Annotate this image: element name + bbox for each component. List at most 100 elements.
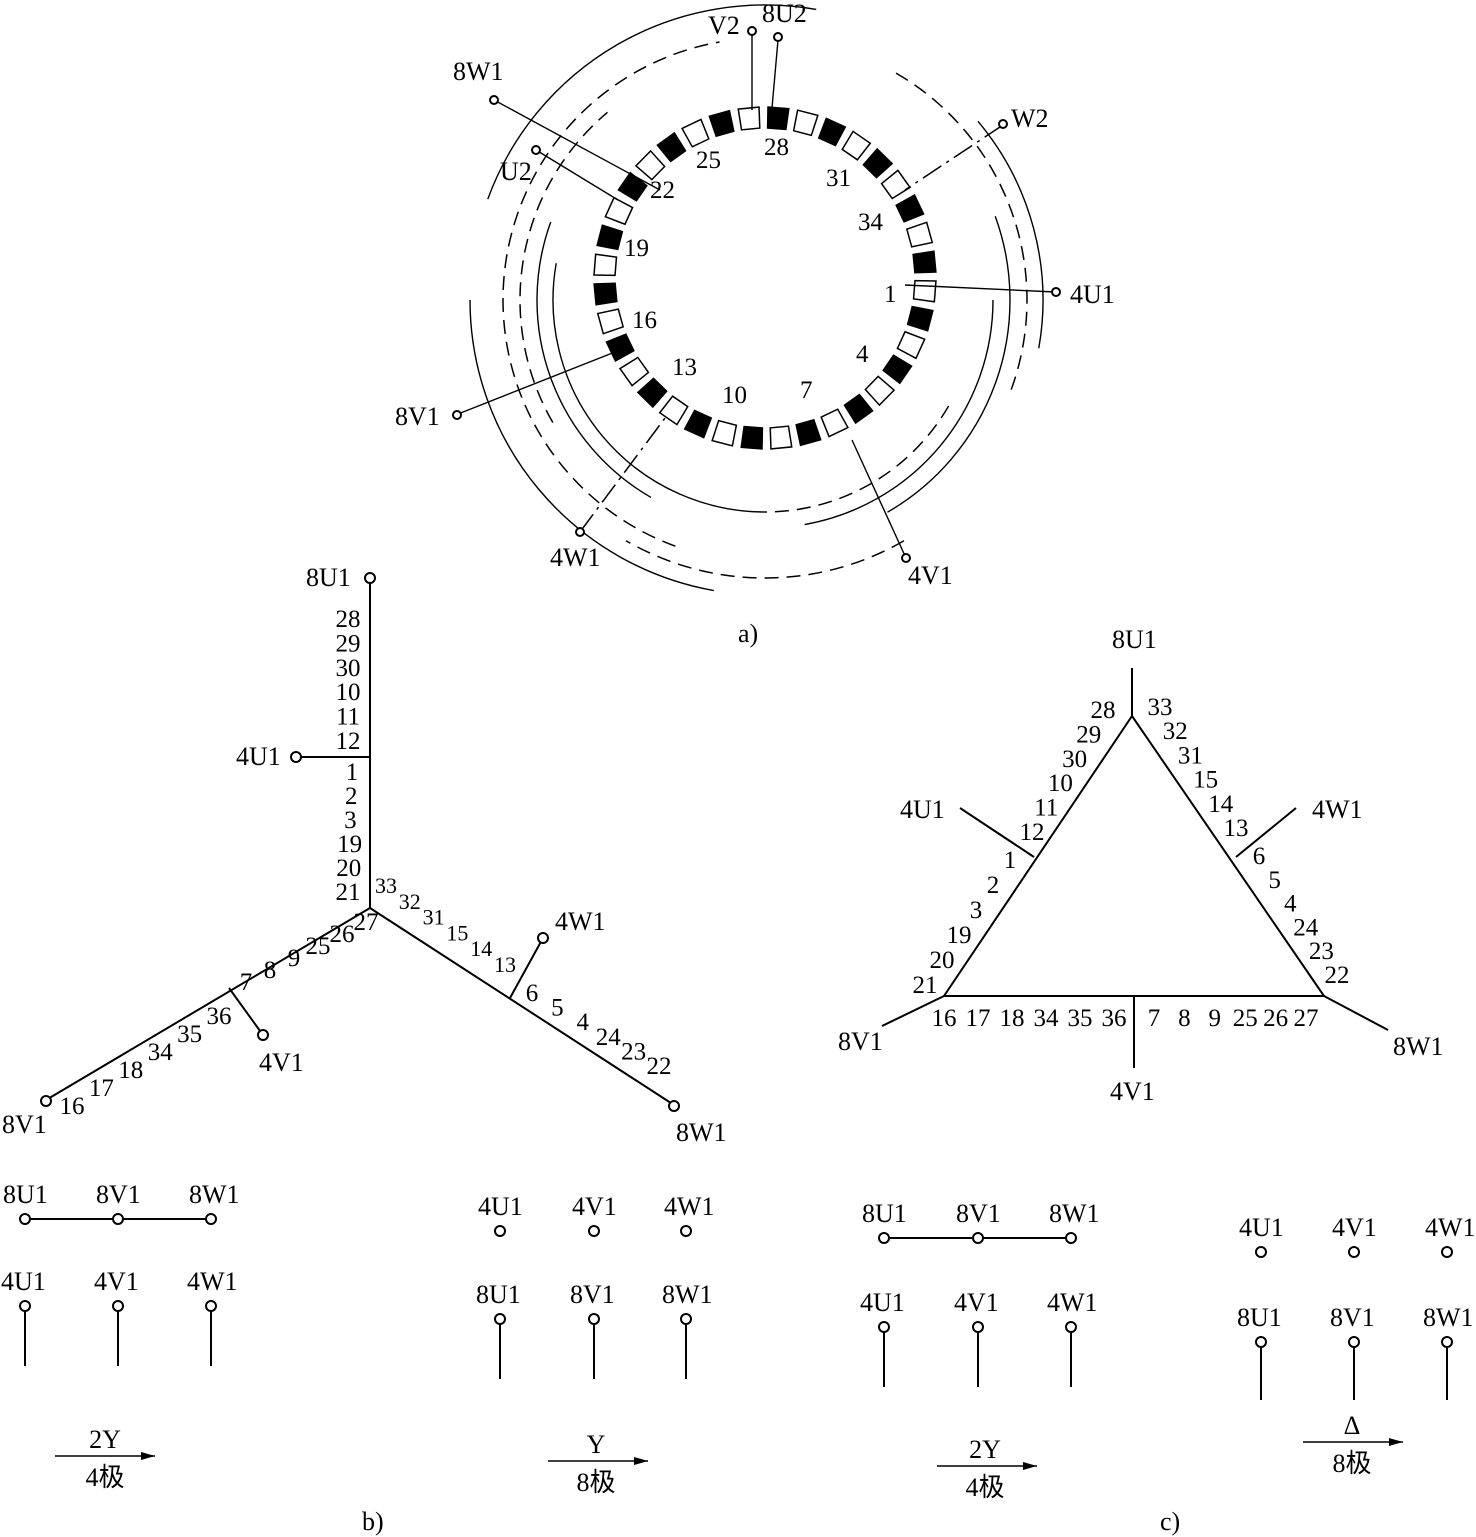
slot-number: 32	[1163, 718, 1188, 745]
terminal-U2	[531, 145, 541, 155]
slot-coil	[882, 354, 913, 385]
slot-number: 28	[336, 606, 361, 633]
label-8W1-a: 8W1	[453, 57, 504, 86]
slot-number: 17	[966, 1005, 991, 1032]
terminal-label: 4V1	[954, 1288, 999, 1317]
slot-coil	[905, 221, 934, 248]
terminal-top	[878, 1232, 890, 1244]
slot-coil	[769, 425, 793, 450]
terminal-label: 8W1	[662, 1280, 713, 1309]
slot-coil	[596, 224, 624, 251]
connection-arc	[502, 41, 720, 547]
slot-number: 35	[177, 1021, 202, 1048]
slot-coil	[792, 109, 819, 137]
slot-number: 5	[551, 995, 564, 1022]
slot-number: 28	[1091, 697, 1116, 724]
label-8V1-a: 8V1	[395, 402, 440, 431]
slot-coil	[862, 147, 894, 179]
label-4W1-b: 4W1	[555, 907, 606, 936]
slot-number: 36	[207, 1003, 232, 1030]
slot-number: 25	[306, 933, 331, 960]
slot-number: 17	[89, 1075, 114, 1102]
terminal-label: 4W1	[1425, 1213, 1476, 1242]
slot-coil	[737, 106, 761, 131]
slot-number: 19	[337, 831, 362, 858]
terminal-label: 8U1	[476, 1280, 521, 1309]
slot-coil	[843, 393, 874, 425]
terminal-8U2	[773, 32, 783, 42]
slot-number: 25	[1233, 1005, 1258, 1032]
slot-number: 2	[345, 783, 358, 810]
slot-number: 16	[60, 1093, 85, 1120]
slot-number: 21	[336, 879, 361, 906]
slot-number: 27	[354, 909, 379, 936]
slot-coil	[658, 395, 689, 426]
slot-number: 13	[1224, 815, 1249, 842]
slot-num-13: 13	[672, 354, 697, 381]
slot-num-22: 22	[650, 177, 675, 204]
slot-number: 30	[1062, 746, 1087, 773]
terminal-4V1-a	[901, 553, 911, 563]
terminal-label: 8U1	[1237, 1303, 1282, 1332]
terminal-bottom	[205, 1300, 217, 1312]
connection-mode: Δ	[1344, 1411, 1361, 1440]
connection-mode: 2Y	[969, 1435, 1001, 1464]
connection-arc	[519, 111, 608, 423]
slot-number: 6	[1253, 843, 1266, 870]
terminal-bottom	[1065, 1321, 1077, 1333]
terminal-8V1-a	[452, 410, 462, 420]
slot-num-1: 1	[884, 281, 897, 308]
slot-coil	[841, 130, 872, 161]
caption-b: b)	[362, 1507, 384, 1536]
caption-c: c)	[1160, 1507, 1180, 1536]
terminal-label: 8V1	[1330, 1303, 1375, 1332]
slot-number: 27	[1294, 1005, 1319, 1032]
terminal-top	[588, 1225, 600, 1237]
slot-number: 1	[346, 759, 359, 786]
slot-number: 14	[1208, 791, 1234, 818]
slot-num-34: 34	[858, 209, 884, 236]
terminal-4U1-a	[1051, 287, 1061, 297]
slot-coil	[880, 169, 912, 200]
slot-number: 10	[1048, 770, 1073, 797]
terminal-label: 4W1	[664, 1192, 715, 1221]
slot-number: 20	[336, 855, 361, 882]
label-8U1-c: 8U1	[1112, 625, 1157, 654]
terminal-label: 4U1	[1239, 1213, 1284, 1242]
slot-coil	[605, 333, 635, 362]
slot-number: 2	[987, 872, 1000, 899]
slot-number: 23	[1309, 938, 1334, 965]
pole-count: 4极	[85, 1463, 124, 1492]
slot-number: 4	[1284, 891, 1297, 918]
slot-number: 12	[336, 728, 361, 755]
terminal-label: 8W1	[1049, 1199, 1100, 1228]
slot-number: 34	[148, 1039, 174, 1066]
connection-arc	[625, 540, 905, 579]
slot-number: 24	[1293, 914, 1319, 941]
terminal-top	[1348, 1246, 1360, 1258]
terminal-label: 8W1	[189, 1180, 240, 1209]
slot-coil	[912, 279, 937, 303]
terminal-label: 8U1	[862, 1199, 907, 1228]
slot-number: 15	[1193, 767, 1218, 794]
connection-arc	[764, 405, 950, 513]
terminal-4U1-b	[290, 751, 302, 763]
terminal-8W1-b	[668, 1100, 680, 1112]
slot-coil	[596, 308, 625, 335]
slot-number: 24	[596, 1024, 622, 1051]
terminal-4W1-a	[575, 527, 585, 537]
label-4V1-b: 4V1	[259, 1048, 304, 1077]
terminal-4V1-b	[257, 1029, 269, 1041]
slot-coil	[896, 330, 926, 360]
slot-number: 11	[1034, 795, 1058, 822]
terminal-bottom	[878, 1321, 890, 1333]
slot-number: 9	[288, 945, 301, 972]
